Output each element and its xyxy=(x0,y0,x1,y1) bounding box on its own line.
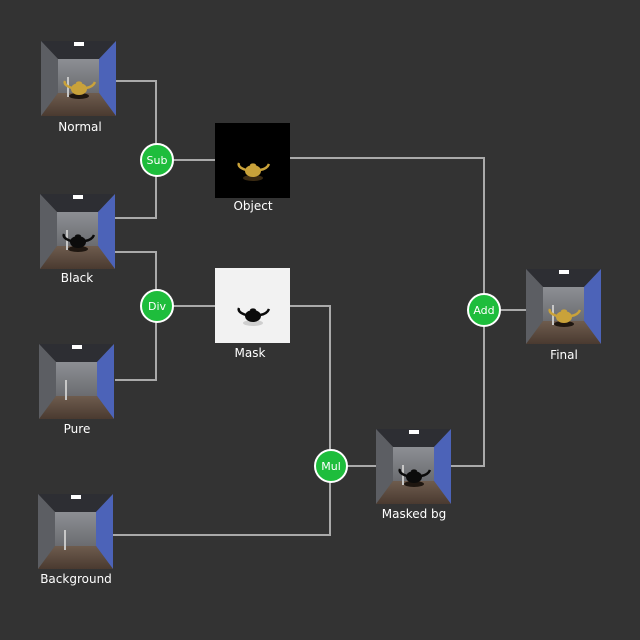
image-black[interactable] xyxy=(40,194,115,269)
render-thumbnail-mask xyxy=(215,268,290,343)
wire-black-to-div xyxy=(115,251,157,306)
op-mul-node[interactable]: Mul xyxy=(314,449,348,483)
image-background[interactable] xyxy=(38,494,113,569)
image-background-label: Background xyxy=(40,572,112,586)
wire-masked-bg-to-add xyxy=(451,310,485,467)
wire-mask-to-mul xyxy=(290,305,331,466)
op-div-node[interactable]: Div xyxy=(140,289,174,323)
render-thumbnail-pure xyxy=(39,344,114,419)
image-pure[interactable] xyxy=(39,344,114,419)
image-final[interactable] xyxy=(526,269,601,344)
image-masked-bg[interactable] xyxy=(376,429,451,504)
render-thumbnail-object xyxy=(215,123,290,198)
image-object-label: Object xyxy=(233,199,273,213)
image-final-label: Final xyxy=(550,348,578,362)
render-thumbnail-masked-bg xyxy=(376,429,451,504)
wire-pure-to-div xyxy=(115,306,157,381)
image-mask[interactable] xyxy=(215,268,290,343)
op-sub-node[interactable]: Sub xyxy=(140,143,174,177)
wire-black-to-sub xyxy=(115,160,157,219)
image-black-label: Black xyxy=(60,271,94,285)
render-thumbnail-black xyxy=(40,194,115,269)
render-thumbnail-final xyxy=(526,269,601,344)
render-thumbnail-background xyxy=(38,494,113,569)
op-add-node[interactable]: Add xyxy=(467,293,501,327)
image-masked-bg-label: Masked bg xyxy=(381,507,447,521)
image-normal[interactable] xyxy=(41,41,116,116)
render-thumbnail-normal xyxy=(41,41,116,116)
image-normal-label: Normal xyxy=(58,120,102,134)
wire-background-to-mul xyxy=(113,466,331,536)
image-pure-label: Pure xyxy=(63,422,91,436)
wire-object-to-add xyxy=(290,157,485,310)
wire-normal-to-sub xyxy=(115,80,157,160)
image-mask-label: Mask xyxy=(234,346,266,360)
image-object[interactable] xyxy=(215,123,290,198)
